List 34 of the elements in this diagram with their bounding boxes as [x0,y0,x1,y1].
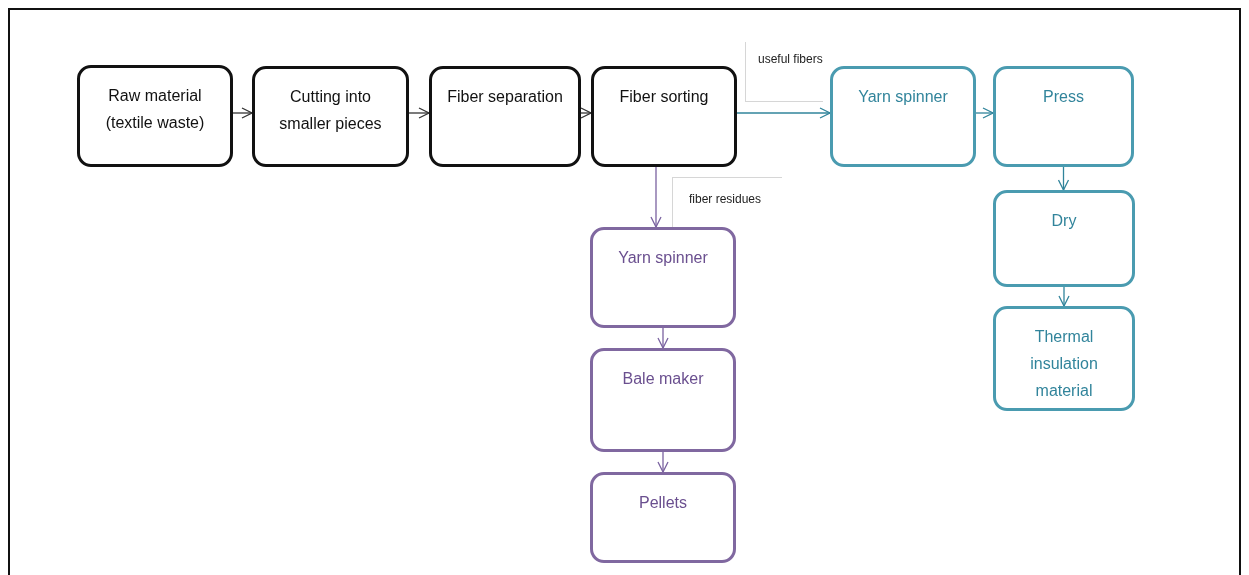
process-box [77,65,233,167]
box-text: Press [1043,87,1084,107]
box-text: Fiber separation [447,87,563,107]
box-text: Yarn spinner [618,248,708,268]
arrow [975,107,994,119]
box-text: Cutting into smaller pieces [278,87,383,134]
process-box [252,66,409,167]
arrow [580,107,592,119]
arrow [736,107,831,119]
process-box [590,472,736,563]
process-box [830,66,976,167]
process-box [993,190,1135,287]
arrow [408,107,430,119]
box-text: Fiber sorting [619,87,709,107]
box-text: Yarn spinner [858,87,948,107]
box-text: Thermal insulation material [1029,327,1099,401]
process-box [993,66,1134,167]
arrow [657,327,669,349]
edge-label: useful fibers [745,42,823,102]
process-box [590,348,736,452]
arrow [232,107,253,119]
arrow [1057,166,1070,191]
arrow [1058,286,1070,307]
arrow [657,451,669,473]
edge-label: fiber residues [672,177,782,227]
box-text: Dry [1051,211,1077,231]
process-box [993,306,1135,411]
process-box [590,227,736,328]
process-box [591,66,737,167]
box-text: Pellets [639,493,687,513]
box-text: Raw material (textile waste) [104,86,206,133]
arrow [650,166,662,228]
box-text: Bale maker [622,369,704,389]
process-box [429,66,581,167]
